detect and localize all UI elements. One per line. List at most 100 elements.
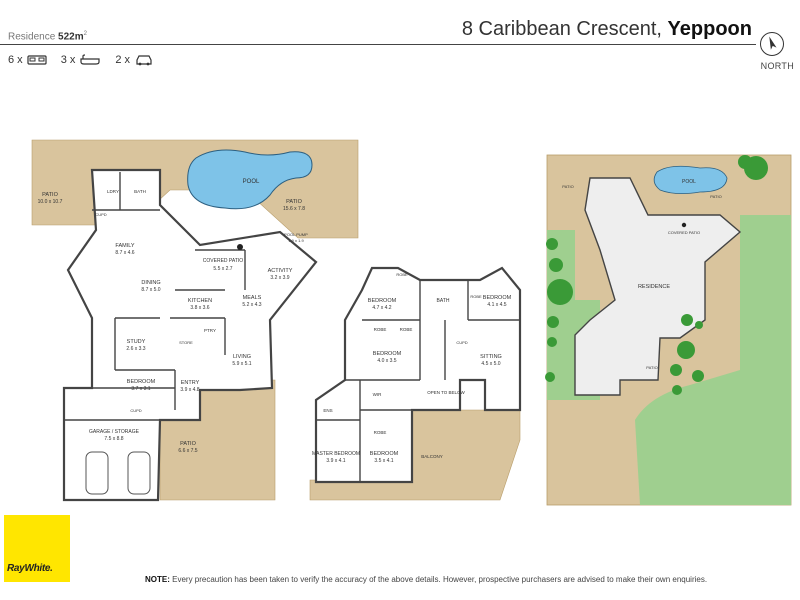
bed3-dim: 4.0 x 3.5 [377, 358, 396, 364]
cupd-label: CUPD [95, 212, 106, 217]
bath-label: BATH [134, 189, 146, 194]
living-label: LIVING [233, 354, 251, 360]
raywhite-logo: RayWhite. [4, 515, 70, 582]
residence-area: Residence 522m2 [8, 31, 87, 42]
bed-icon [27, 55, 47, 65]
robe4-label: ROBE [470, 294, 482, 299]
site-covered-patio-label: COVERED PATIO [668, 230, 700, 235]
car-icon [136, 55, 152, 66]
bed2-dim: 4.1 x 4.5 [487, 302, 506, 308]
bed3-label: BEDROOM [373, 351, 402, 357]
car-count-value: 2 x [115, 54, 131, 66]
dining-label: DINING [141, 280, 160, 286]
pool [187, 149, 313, 210]
upper-walls [316, 280, 520, 482]
activity-dim: 3.2 x 3.9 [270, 275, 289, 281]
site-patio3-label: PATIO [646, 365, 657, 370]
bath-count-value: 3 x [60, 54, 76, 66]
area-label: Residence [8, 31, 56, 43]
bed1-dim: 4.7 x 4.2 [372, 305, 391, 311]
pool-pump-dim: 1.9 x 1.9 [288, 238, 304, 243]
covered-patio-dim: 5.5 x 2.7 [213, 266, 232, 272]
area-value: 522m [58, 31, 84, 43]
sitting-dim: 4.5 x 5.0 [481, 361, 500, 367]
family-dim: 8.7 x 4.6 [115, 250, 134, 256]
study-label: STUDY [127, 339, 146, 345]
cupd2-label: CUPD [130, 408, 141, 413]
site-patio2-label: PATIO [710, 194, 721, 199]
sitting-label: SITTING [480, 354, 502, 360]
bedroom-label: BEDROOM [127, 379, 156, 385]
site-pool [653, 165, 728, 194]
site-trees [545, 155, 768, 395]
pool-label: POOL [243, 179, 260, 185]
upper-floor-plan: BEDROOM 4.7 x 4.2 BATH BEDROOM 4.1 x 4.5… [309, 266, 522, 501]
property-address: 8 Caribbean Crescent, Yeppoon [462, 18, 752, 41]
bed4-dim: 3.5 x 4.1 [374, 458, 393, 464]
feature-counts: 6 x 3 x 2 x [8, 54, 164, 66]
master-label: MASTER BEDROOM [312, 451, 360, 457]
study-dim: 2.6 x 3.3 [126, 346, 145, 352]
ens-label: ENS [323, 408, 332, 413]
pool-pump-label: POOL PUMP [284, 232, 308, 237]
garage-label: GARAGE / STORAGE [89, 429, 140, 435]
upper-bath-label: BATH [437, 298, 450, 304]
garage-dim: 7.5 x 8.8 [104, 436, 123, 442]
robe2-label: ROBE [374, 327, 387, 332]
kitchen-label: KITCHEN [188, 298, 212, 304]
suburb: Yeppoon [667, 18, 752, 40]
patio-e-dim: 15.6 x 7.8 [283, 206, 305, 212]
ldry-label: LDRY [107, 189, 119, 194]
upper-cupd-label: CUPD [456, 340, 467, 345]
robe1-label: ROBE [396, 272, 408, 277]
master-dim: 3.9 x 4.1 [326, 458, 345, 464]
bed-count-value: 6 x [8, 54, 23, 66]
store-label: STORE [179, 340, 193, 345]
note-text: Every precaution has been taken to verif… [169, 575, 708, 584]
ground-residence [62, 168, 318, 502]
north-arrow-icon [769, 36, 777, 50]
bathtub-icon [80, 54, 100, 65]
patio-post [237, 244, 243, 250]
note-label: NOTE: [145, 575, 170, 584]
patio-s-dim: 6.6 x 7.5 [178, 448, 197, 454]
site-patio-post [681, 222, 687, 228]
street-address: 8 Caribbean Crescent, [461, 18, 662, 40]
bath-count: 3 x [61, 54, 102, 66]
site-residence-label: RESIDENCE [638, 284, 670, 290]
ground-walls [64, 172, 246, 421]
garage-cars [85, 451, 151, 495]
living-dim: 5.9 x 5.1 [232, 361, 251, 367]
patio-e-label: PATIO [286, 199, 302, 205]
entry-dim: 3.9 x 4.8 [180, 387, 199, 393]
activity-label: ACTIVITY [268, 268, 293, 274]
patio-s-label: PATIO [180, 441, 196, 447]
site-patio-label: PATIO [562, 184, 573, 189]
north-label: NORTH [760, 61, 794, 71]
dining-dim: 8.7 x 5.0 [141, 287, 160, 293]
balcony-label: BALCONY [421, 454, 443, 459]
wir-label: WIR [373, 392, 382, 397]
entry-label: ENTRY [181, 380, 200, 386]
meals-dim: 5.2 x 4.3 [242, 302, 261, 308]
meals-label: MEALS [243, 295, 262, 301]
area-sup: 2 [83, 31, 87, 37]
site-lawn-right [635, 215, 791, 505]
brand-name: RayWhite. [7, 563, 53, 574]
robe3-label: ROBE [400, 327, 413, 332]
patio-w-label: PATIO [42, 192, 58, 198]
disclaimer-note: NOTE: Every precaution has been taken to… [145, 575, 707, 584]
site-residence [574, 177, 742, 396]
open-to-below-label: OPEN TO BELOW [427, 390, 465, 395]
patio-w-dim: 10.0 x 10.7 [38, 199, 63, 205]
covered-patio-label: COVERED PATIO [203, 258, 243, 264]
bed4-label: BEDROOM [370, 451, 399, 457]
site-plan: POOL PATIO COVERED PATIO RESIDENCE PATIO… [545, 154, 792, 506]
car-count: 2 x [115, 54, 154, 66]
bedroom-dim: 3.7 x 3.1 [131, 386, 150, 392]
kitchen-dim: 3.8 x 3.6 [190, 305, 209, 311]
robe5-label: ROBE [374, 430, 387, 435]
bed1-label: BEDROOM [368, 298, 397, 304]
family-label: FAMILY [115, 243, 134, 249]
